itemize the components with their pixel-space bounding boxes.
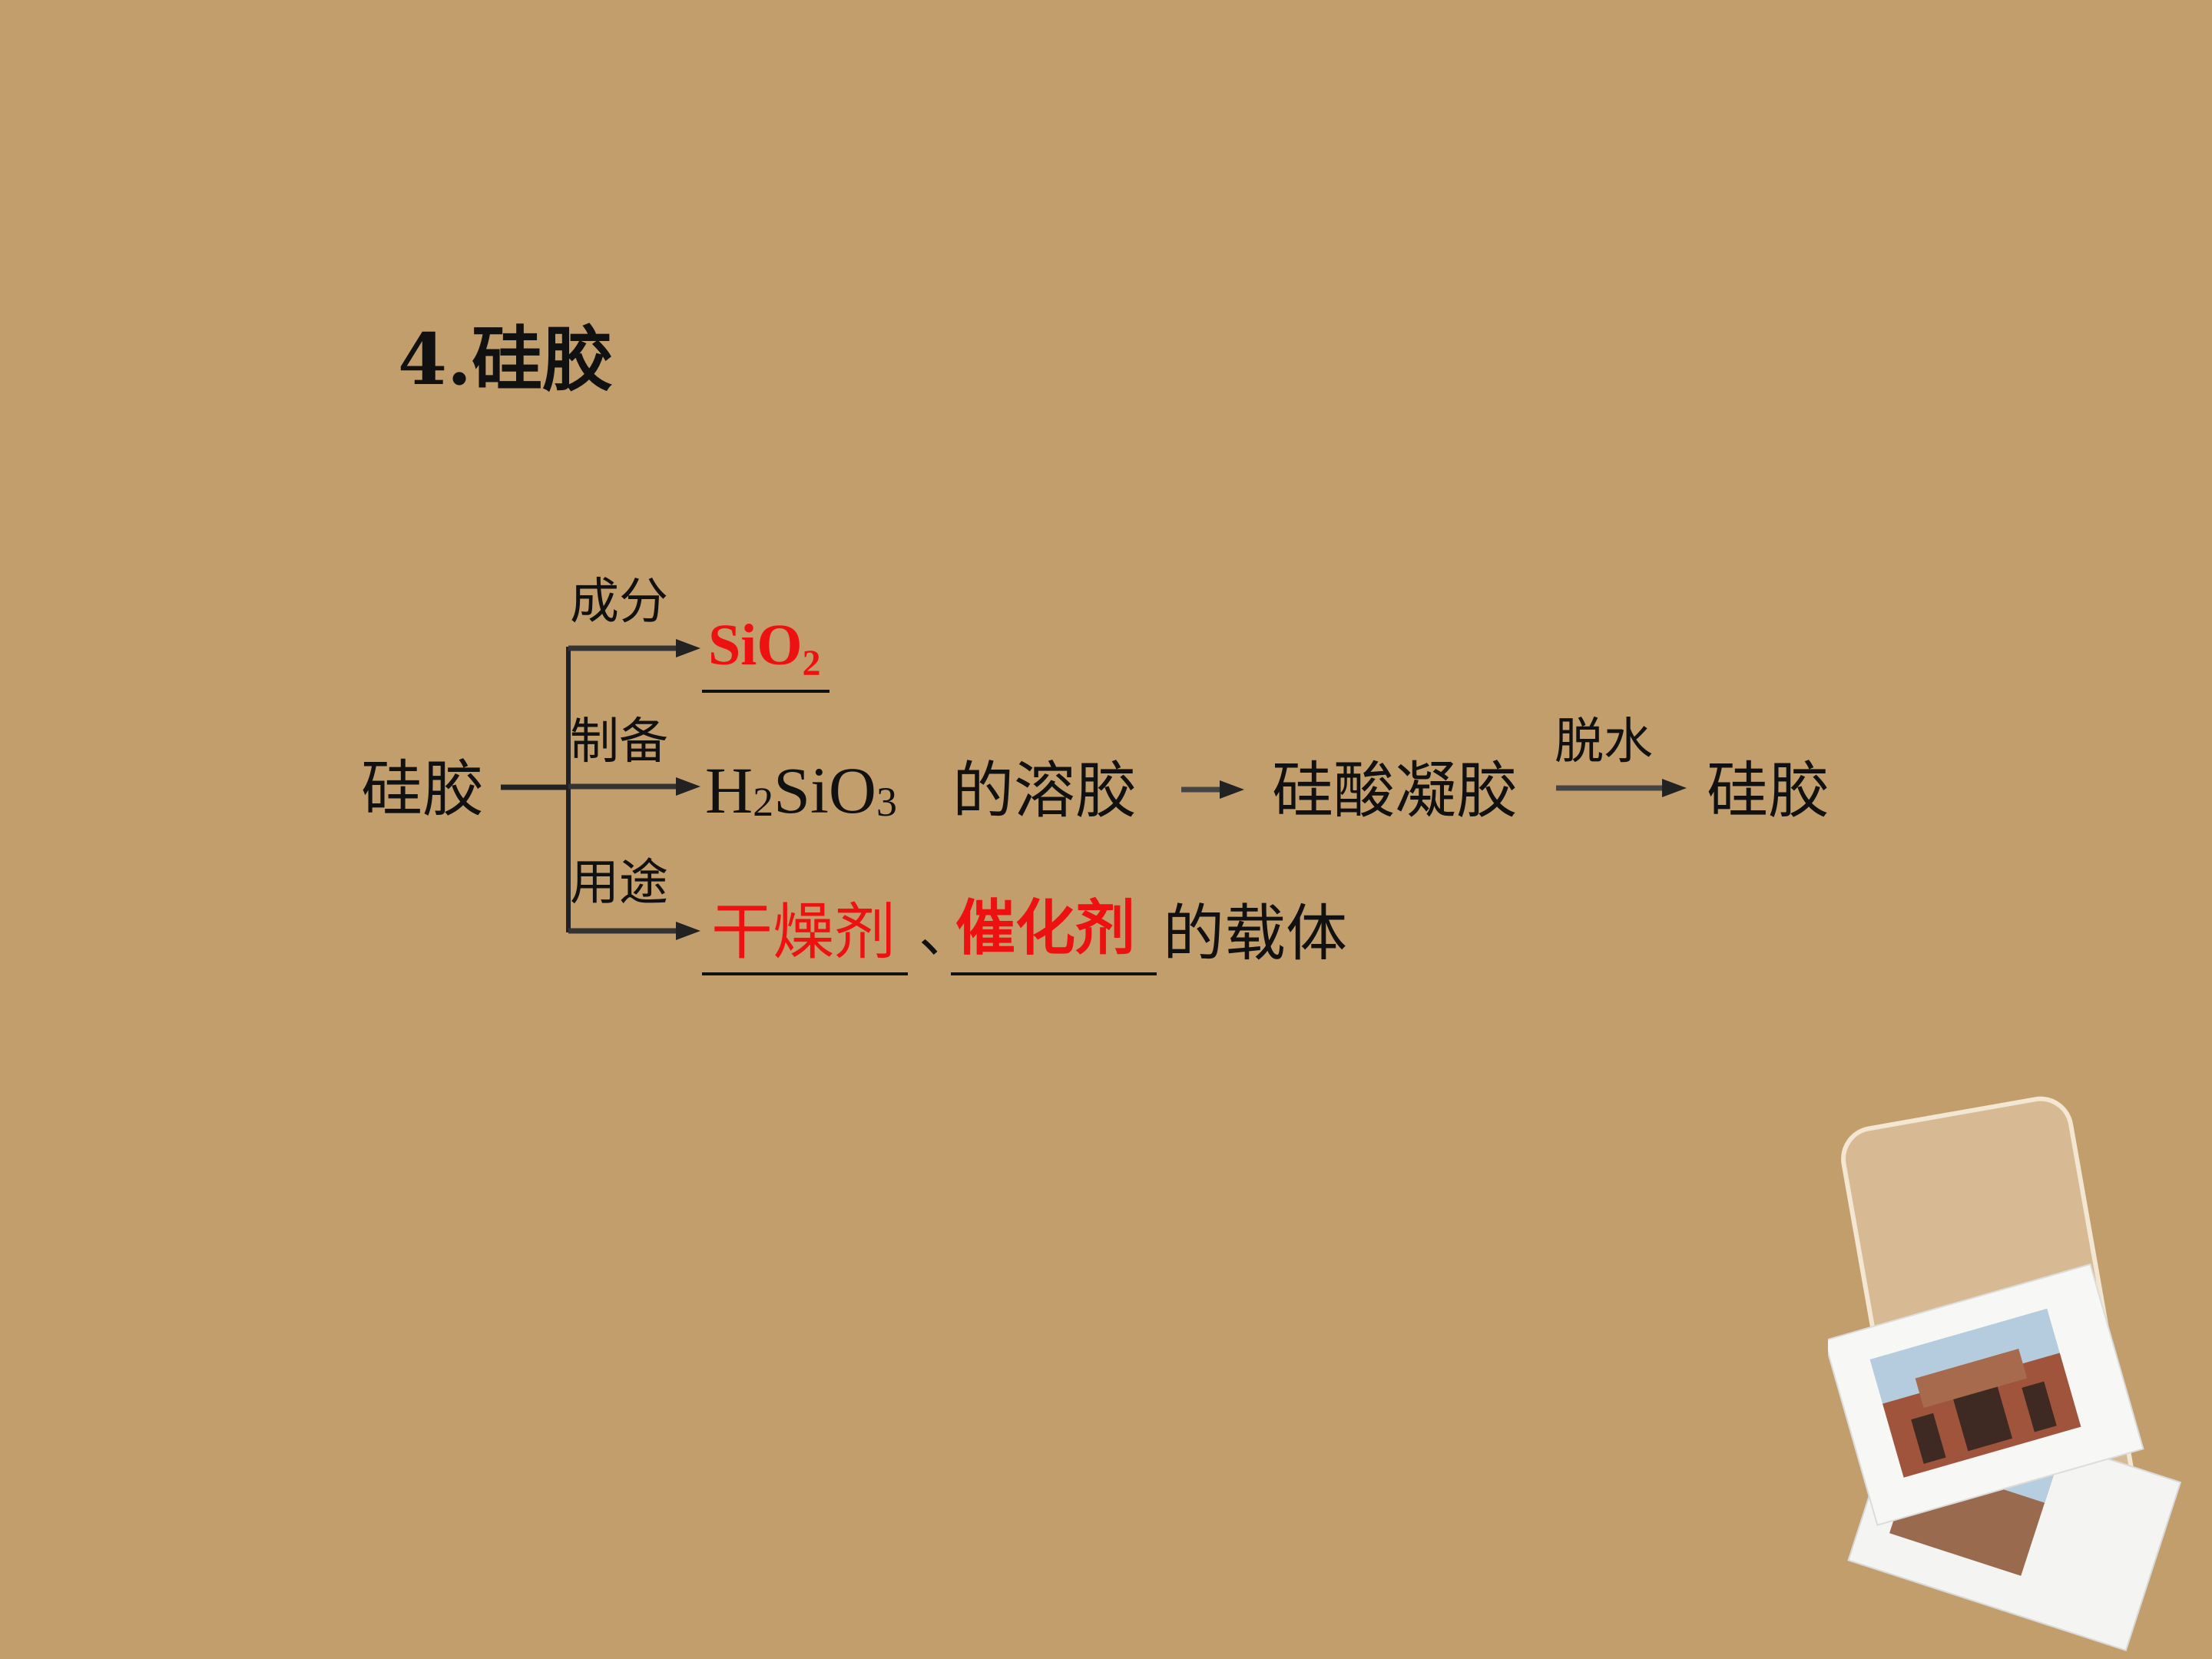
gel-node: 硅酸凝胶 — [1272, 755, 1518, 826]
use-separator: 、 — [919, 900, 975, 965]
branch-label-use: 用途 — [570, 855, 668, 912]
use-suffix: 的载体 — [1163, 898, 1347, 969]
dehydration-label: 脱水 — [1555, 714, 1653, 770]
branch-label-preparation: 制备 — [570, 714, 668, 770]
photo-stack-icon — [1828, 1096, 2182, 1652]
use-answer-catalyst: 催化剂 — [955, 894, 1136, 963]
product-node: 硅胶 — [1707, 755, 1830, 826]
branch-label-composition: 成分 — [570, 574, 668, 631]
composition-answer: SiO2 — [708, 613, 821, 684]
section-title: 4.硅胶 — [398, 318, 614, 401]
use-answer-desiccant: 干燥剂 — [711, 896, 896, 968]
silicic-acid-formula: H2SiO3 — [705, 753, 897, 827]
sol-label: 的溶胶 — [952, 755, 1137, 826]
root-node: 硅胶 — [361, 753, 484, 825]
